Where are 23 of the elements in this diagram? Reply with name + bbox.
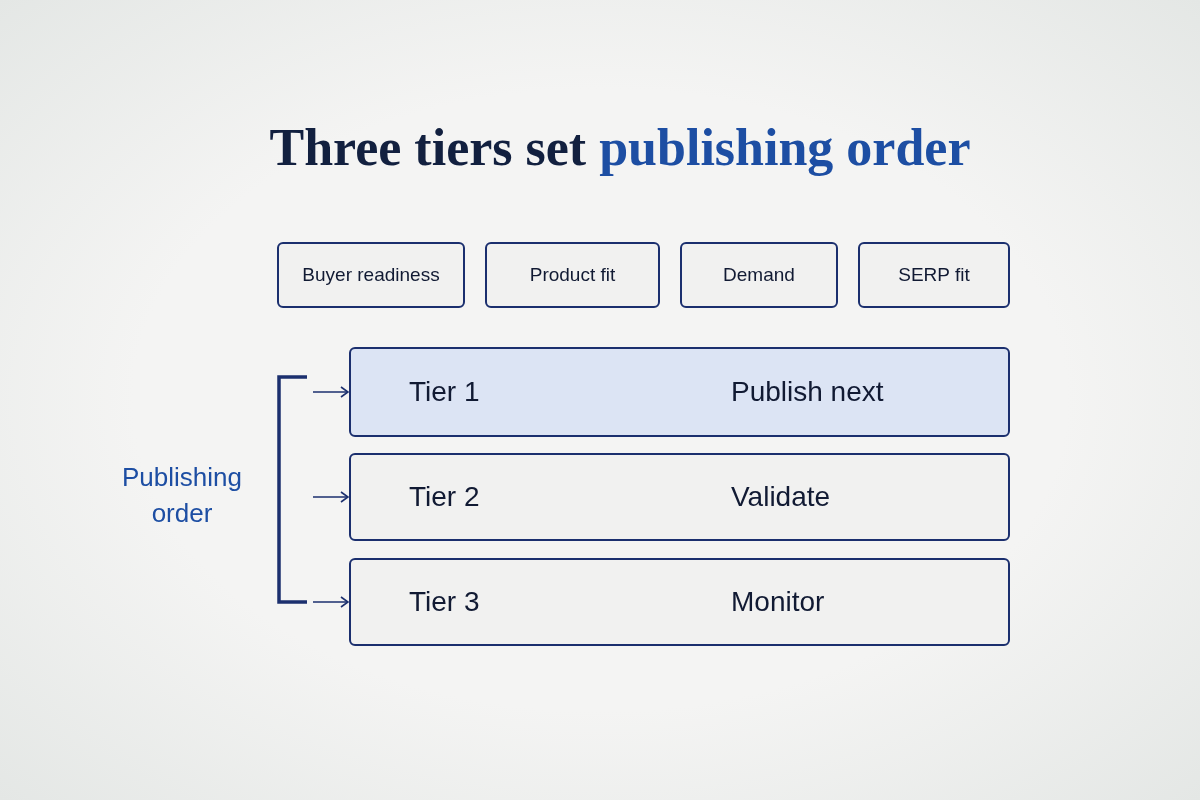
criterion-box [858, 242, 1010, 308]
criterion-box [277, 242, 465, 308]
action-label: Publish next [731, 375, 884, 409]
tier-label: Tier 2 [409, 480, 480, 514]
arrow [312, 491, 349, 503]
criterion-label: Buyer readiness [302, 262, 440, 287]
arrow [312, 386, 349, 398]
criterion-box [680, 242, 838, 308]
bracket [277, 375, 307, 604]
highlighted-tier-row [349, 347, 1010, 437]
criterion-label: Product fit [529, 262, 616, 287]
tier-row [349, 558, 1010, 646]
criterion-label: SERP fit [898, 262, 970, 287]
criterion-label: Demand [723, 262, 795, 287]
arrow [312, 596, 349, 608]
action-label: Monitor [731, 585, 825, 619]
tier-label: Tier 1 [409, 375, 480, 409]
criterion-box [485, 242, 660, 308]
title: Three tiers set publishing order [268, 118, 972, 178]
tier-label: Tier 3 [409, 585, 480, 619]
action-label: Validate [731, 480, 831, 514]
tier-row [349, 453, 1010, 541]
side-label: Publishing order [121, 461, 243, 530]
